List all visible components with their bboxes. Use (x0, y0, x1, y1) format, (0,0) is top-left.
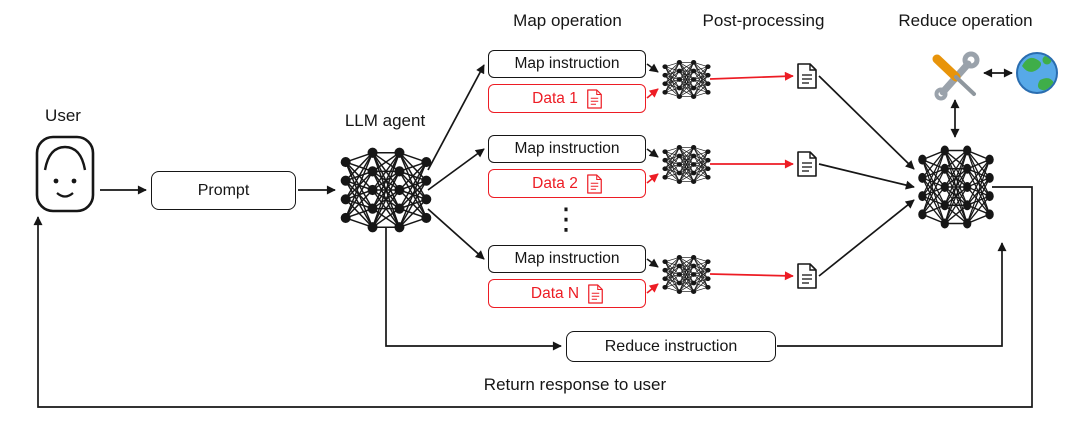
arrow-worker3-to-doc3 (709, 271, 794, 281)
data-document-icon-3 (588, 283, 603, 304)
post-processing-doc-icon-3 (797, 263, 817, 289)
user-icon-head-outline (35, 135, 95, 213)
tools-icon (932, 51, 980, 101)
ellipsis: ⋮ (551, 202, 581, 237)
prompt-box: Prompt (151, 171, 296, 210)
prompt-box-label: Prompt (197, 181, 250, 199)
user-icon-smile (56, 192, 74, 198)
header-reduce-operation: Reduce operation (898, 11, 1033, 30)
arrow-data1-to-worker1 (646, 88, 659, 99)
arrow-llm-to-reduce-instruction (385, 228, 562, 351)
globe-continent-2 (1037, 78, 1054, 91)
header-map-operation: Map operation (513, 11, 622, 30)
map-instruction-box-2: Map instruction (488, 135, 646, 163)
screwdriver-handle (932, 54, 961, 82)
user-label: User (45, 106, 81, 125)
data-box-3: Data N (488, 279, 646, 308)
red-connectors (646, 71, 794, 294)
arrow-map3-to-worker3 (646, 258, 659, 268)
globe-ocean (1016, 52, 1058, 94)
map-worker-network-icon-1 (662, 59, 711, 100)
map-instruction-box-3: Map instruction (488, 245, 646, 273)
map-instruction-label-1: Map instruction (514, 55, 620, 72)
post-processing-doc-icon-2 (797, 151, 817, 177)
arrow-map1-to-worker1 (646, 63, 659, 73)
globe-icon (1016, 52, 1058, 94)
arrow-worker1-to-doc1 (709, 71, 794, 81)
data-label-1: Data 1 (532, 89, 578, 107)
map-instruction-box-1: Map instruction (488, 50, 646, 78)
reduce-network-icon (917, 144, 995, 230)
user-icon-hair (43, 145, 87, 171)
wrench-head (962, 51, 980, 69)
arrow-return-response-to-user (33, 186, 1033, 408)
data-box-2: Data 2 (488, 169, 646, 198)
data-box-1: Data 1 (488, 84, 646, 113)
reduce-instruction-box: Reduce instruction (566, 331, 776, 362)
llm-agent-label: LLM agent (344, 111, 426, 130)
data-label-3: Data N (530, 284, 580, 302)
reduce-instruction-label: Reduce instruction (604, 337, 738, 355)
map-instruction-label-3: Map instruction (514, 250, 620, 267)
map-worker-network-icon-2 (662, 144, 711, 185)
map-instruction-label-2: Map instruction (514, 140, 620, 157)
data-label-2: Data 2 (532, 174, 578, 192)
data-document-icon-1 (586, 88, 602, 109)
arrow-doc2-to-reduce (818, 163, 915, 190)
wrench-head-lower (934, 87, 948, 101)
arrow-llm-to-map-3 (427, 208, 485, 260)
user-icon (35, 135, 95, 213)
black-connectors (33, 63, 1033, 408)
arrow-doc3-to-reduce (818, 199, 915, 277)
header-post-processing: Post-processing (702, 11, 825, 30)
arrow-reduce-instruction-to-reduce-network (777, 242, 1007, 347)
arrow-data2-to-worker2 (646, 173, 659, 184)
llm-agent-network-icon (339, 146, 433, 234)
arrow-llm-to-map-2 (427, 148, 485, 191)
user-icon-eye-right (71, 178, 77, 184)
arrow-doc1-to-reduce (818, 75, 915, 170)
arrow-data3-to-worker3 (646, 283, 659, 294)
arrow-llm-to-map-1 (427, 64, 485, 171)
post-processing-doc-icon-1 (797, 63, 817, 89)
map-worker-network-icon-3 (662, 254, 711, 295)
return-response-label: Return response to user (483, 375, 667, 394)
globe-continent-1 (1022, 57, 1042, 72)
screwdriver-shaft (954, 75, 976, 96)
arrow-map2-to-worker2 (646, 148, 659, 158)
data-document-icon-2 (586, 173, 602, 194)
user-icon-eye-left (53, 178, 59, 184)
